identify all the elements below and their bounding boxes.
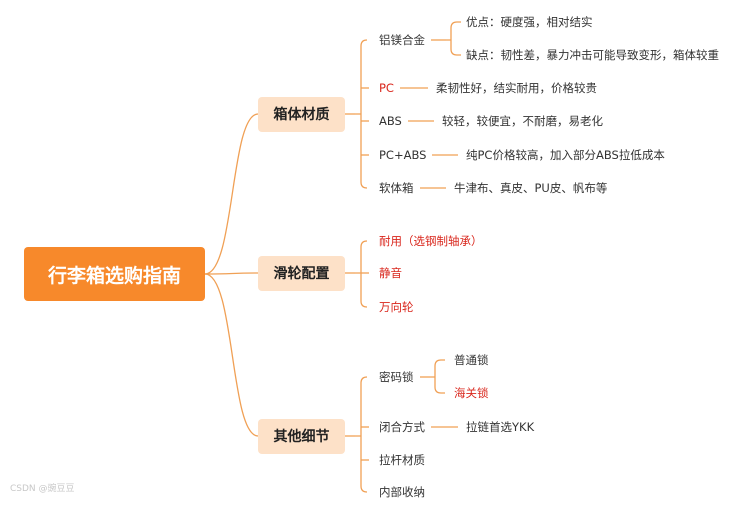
item-0-1: PC — [379, 81, 394, 95]
item-2-1: 闭合方式 — [379, 420, 425, 434]
item-spine-line — [355, 39, 368, 189]
detail-0-0-0: 优点：硬度强，相对结实 — [466, 15, 593, 29]
item-1-2: 万向轮 — [379, 300, 414, 314]
children-bracket-line — [430, 359, 445, 394]
item-0-2: ABS — [379, 114, 402, 128]
detail-0-3-0: 纯PC价格较高，加入部分ABS拉低成本 — [466, 148, 665, 162]
category-2: 其他细节 — [258, 418, 345, 454]
root-to-category-line — [204, 113, 259, 275]
detail-0-2-0: 较轻，较便宜，不耐磨，易老化 — [442, 114, 603, 128]
detail-0-0-1: 缺点：韧性差，暴力冲击可能导致变形，箱体较重 — [466, 48, 719, 62]
item-1-1: 静音 — [379, 266, 402, 280]
detail-0-4-0: 牛津布、真皮、PU皮、帆布等 — [454, 181, 608, 195]
item-2-0: 密码锁 — [379, 370, 414, 384]
item-0-3: PC+ABS — [379, 148, 427, 162]
item-1-0: 耐用（选钢制轴承） — [379, 234, 483, 248]
detail-2-1-0: 拉链首选YKK — [466, 420, 535, 434]
category-1: 滑轮配置 — [258, 255, 345, 291]
item-2-2: 拉杆材质 — [379, 453, 425, 467]
root-topic: 行李箱选购指南 — [24, 247, 205, 301]
root-to-category-line — [204, 273, 259, 437]
children-bracket-line — [446, 21, 461, 56]
item-spine-line — [355, 240, 368, 308]
root-to-category-line — [204, 272, 259, 275]
item-2-3: 内部收纳 — [379, 485, 425, 499]
detail-0-1-0: 柔韧性好，结实耐用，价格较贵 — [436, 81, 597, 95]
detail-2-0-0: 普通锁 — [454, 353, 489, 367]
category-0: 箱体材质 — [258, 96, 345, 132]
item-spine-line — [355, 376, 368, 493]
item-0-4: 软体箱 — [379, 181, 414, 195]
item-0-0: 铝镁合金 — [379, 33, 425, 47]
detail-2-0-1: 海关锁 — [454, 386, 489, 400]
watermark: CSDN @豌豆豆 — [10, 484, 75, 494]
